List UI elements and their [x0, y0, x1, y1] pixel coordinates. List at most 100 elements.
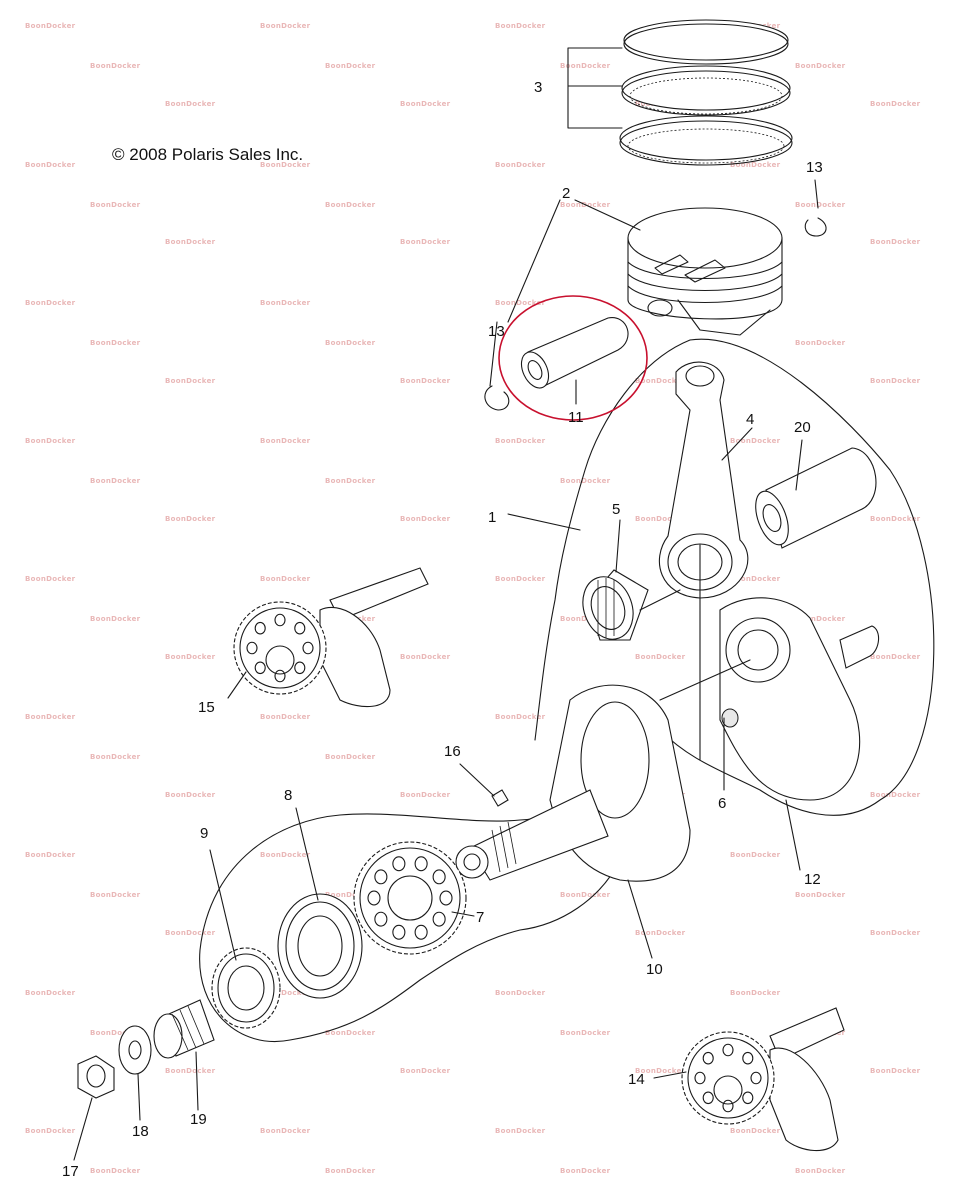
watermark-text: BoonDocker [325, 1167, 376, 1175]
gear-hole [246, 641, 258, 655]
watermark-text: BoonDocker [165, 515, 216, 523]
connecting-rod [659, 361, 749, 599]
watermark-text: BoonDocker [325, 753, 376, 761]
watermark-text: BoonDocker [90, 62, 141, 70]
watermark-text: BoonDocker [325, 1029, 376, 1037]
watermark-text: BoonDocker [635, 377, 686, 385]
watermark-text: BoonDocker [560, 1167, 611, 1175]
crank-half-left [455, 684, 691, 882]
gear-hole [432, 911, 446, 927]
watermark-text: BoonDocker [495, 161, 546, 169]
gear-hole [742, 1051, 754, 1065]
watermark-text: BoonDocker [260, 713, 311, 721]
watermark-text: BoonDocker [495, 713, 546, 721]
clip-left [484, 385, 510, 411]
watermark-text: BoonDocker [730, 989, 781, 997]
gear-hole [432, 869, 446, 885]
piston-rings [619, 19, 793, 166]
gear-hole [254, 621, 266, 635]
callout-1: 1 [488, 509, 496, 526]
highlight-circle [498, 295, 648, 421]
watermark-text: BoonDocker [635, 515, 686, 523]
gear-hole [274, 613, 286, 627]
watermark-text: BoonDocker [400, 653, 451, 661]
watermark-text: BoonDocker [25, 1127, 76, 1135]
watermark-text: BoonDocker [400, 515, 451, 523]
watermark-text: BoonDocker [400, 100, 451, 108]
watermark-text: BoonDocker [325, 339, 376, 347]
callout-3: 3 [534, 79, 542, 96]
gear-hole [294, 661, 306, 675]
wrist-pin [520, 317, 629, 389]
gear-hole [294, 621, 306, 635]
callout-18: 18 [132, 1123, 149, 1140]
watermark-text: BoonDocker [165, 238, 216, 246]
watermark-text: BoonDocker [870, 1067, 921, 1075]
gear-hole [694, 1071, 706, 1085]
gear-hole [302, 641, 314, 655]
washer [118, 1025, 152, 1075]
needle-bearing [582, 569, 649, 641]
watermark-text: BoonDocker [165, 791, 216, 799]
gear-hole [392, 856, 406, 872]
watermark-text: BoonDocker [400, 791, 451, 799]
watermark-text: BoonDocker [495, 989, 546, 997]
watermark-text: BoonDocker [495, 1127, 546, 1135]
watermark-text: BoonDocker [260, 437, 311, 445]
watermark-text: BoonDocker [495, 22, 546, 30]
callout-5: 5 [612, 501, 620, 518]
watermark-text: BoonDocker [90, 753, 141, 761]
watermark-text: BoonDocker [870, 653, 921, 661]
watermark-text: BoonDocker [795, 1167, 846, 1175]
callout-20: 20 [794, 419, 811, 436]
watermark-text: BoonDocker [560, 477, 611, 485]
watermark-text: BoonDocker [795, 201, 846, 209]
watermark-text: BoonDocker [25, 299, 76, 307]
callout-14: 14 [628, 1071, 645, 1088]
watermark-text: BoonDocker [730, 575, 781, 583]
watermark-text: BoonDocker [495, 299, 546, 307]
watermark-text: BoonDocker [870, 238, 921, 246]
watermark-text: BoonDocker [25, 437, 76, 445]
watermark-text: BoonDocker [90, 477, 141, 485]
small-needle-bearing [153, 999, 215, 1059]
gear-hole [702, 1091, 714, 1105]
watermark-text: BoonDocker [165, 1067, 216, 1075]
watermark-text: BoonDocker [260, 851, 311, 859]
watermark-text: BoonDocker [90, 891, 141, 899]
callout-11: 11 [568, 409, 584, 426]
watermark-text: BoonDocker [730, 1127, 781, 1135]
gear [353, 841, 467, 955]
callout-13-left: 13 [488, 323, 505, 340]
gear-hole [722, 1099, 734, 1113]
watermark-text: BoonDocker [90, 1029, 141, 1037]
watermark-text: BoonDocker [260, 1127, 311, 1135]
watermark-text: BoonDocker [870, 515, 921, 523]
watermark-text: BoonDocker [325, 477, 376, 485]
clip-top [804, 217, 827, 237]
watermark-text: BoonDocker [25, 575, 76, 583]
gear-hole [254, 661, 266, 675]
callout-19: 19 [190, 1111, 207, 1128]
bearing-sleeve [755, 447, 877, 549]
watermark-text: BoonDocker [90, 1167, 141, 1175]
gear-hole [414, 856, 428, 872]
watermark-text: BoonDocker [795, 891, 846, 899]
watermark-text: BoonDocker [795, 339, 846, 347]
watermark-text: BoonDocker [400, 377, 451, 385]
piston [627, 207, 783, 336]
crank-half-right [719, 597, 880, 801]
watermark-text: BoonDocker [560, 62, 611, 70]
watermark-text: BoonDocker [730, 437, 781, 445]
watermark-text: BoonDocker [495, 575, 546, 583]
watermark-text: BoonDocker [795, 62, 846, 70]
watermark-text: BoonDocker [870, 377, 921, 385]
watermark-text: BoonDocker [260, 989, 311, 997]
watermark-text: BoonDocker [90, 615, 141, 623]
small-gear [211, 947, 281, 1029]
callout-16: 16 [444, 743, 461, 760]
watermark-text: BoonDocker [165, 100, 216, 108]
watermark-text: BoonDocker [165, 929, 216, 937]
